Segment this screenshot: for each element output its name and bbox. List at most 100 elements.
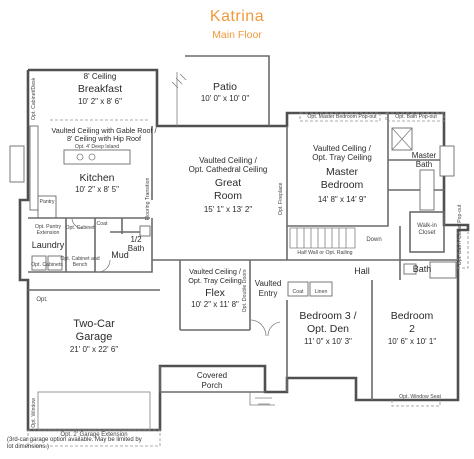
- master-bath-line1: Master: [411, 151, 437, 160]
- linen-name: Linen: [314, 289, 328, 295]
- stairs: [289, 227, 356, 249]
- note-pantry-ext-line2: Extension: [36, 230, 60, 236]
- porch-steps: [249, 392, 275, 406]
- tub-fixture: [439, 145, 455, 177]
- great-room-name-line2: Room: [213, 190, 243, 202]
- flex-dims: 10' 2" x 11' 8": [191, 300, 239, 309]
- kitchen-ceiling-line2: 8' Ceiling with Hip Roof: [66, 134, 142, 143]
- note-down: Down: [366, 237, 382, 243]
- master-ceiling-line1: Vaulted Ceiling /: [313, 144, 371, 153]
- hall-name: Hall: [354, 266, 370, 276]
- master-name-line1: Master: [325, 166, 359, 178]
- bath-popout: [385, 112, 445, 122]
- porch-name-line2: Porch: [201, 381, 223, 390]
- linen-closet: [309, 281, 333, 297]
- entry-name-line1: Vaulted: [254, 279, 282, 288]
- bath-toilet: [403, 263, 417, 275]
- entry-name-line2: Entry: [258, 289, 278, 298]
- bath-name: Bath: [412, 264, 432, 274]
- garage-door: [37, 391, 151, 431]
- flex-ceiling-line2: Opt. Tray Ceiling: [188, 276, 242, 285]
- note-cabinet-bench-line2: Bench: [72, 262, 88, 268]
- interior-walls-center: [152, 126, 288, 331]
- note-pantry-ext-line1: Opt. Pantry: [34, 224, 62, 230]
- kitchen-counter-left: [29, 125, 39, 211]
- kitchen-dims: 10' 2" x 8' 5": [75, 185, 119, 194]
- dryer-fixture: [47, 255, 63, 271]
- master-popout: [299, 112, 381, 122]
- kitchen-ceiling-line1: Vaulted Ceiling with Gable Roof /: [51, 126, 157, 135]
- note-master-popout: Opt. Master Bedroom Pop-out: [307, 114, 377, 120]
- master-dims: 14' 8" x 14' 9": [317, 195, 367, 204]
- note-opt-cabinets: Opt. Cabinets: [31, 262, 63, 268]
- mud-name: Mud: [111, 250, 129, 260]
- note-garage-ext: Opt. 2' Garage Extension: [60, 432, 128, 438]
- coat-mud-name: Coat: [96, 221, 108, 227]
- garage-dims: 21' 0" x 22' 6": [69, 345, 119, 354]
- patio-outline: [185, 55, 270, 126]
- master-name-line2: Bedroom: [320, 179, 364, 191]
- bedroom2-dims: 10' 6" x 10' 1": [387, 337, 437, 346]
- note-opt-door: Opt.: [36, 297, 48, 303]
- breakfast-name: Breakfast: [77, 83, 123, 95]
- bedroom3-dims: 11' 0" x 10' 3": [304, 337, 352, 346]
- note-opt-double-doors: Opt. Double Doors: [242, 269, 249, 313]
- plan-subtitle: Main Floor: [212, 29, 262, 41]
- toilet-fixture: [139, 225, 151, 237]
- laundry-mud-walls: [28, 217, 153, 273]
- note-opt-window: Opt. Window: [31, 398, 38, 428]
- master-ceiling-line2: Opt. Tray Ceiling: [312, 153, 372, 162]
- note-opt-fireplace: Opt. Fireplace: [278, 182, 285, 216]
- great-room-ceiling-line1: Vaulted Ceiling /: [199, 156, 257, 165]
- great-room-dims: 15' 1" x 13' 2": [203, 205, 253, 214]
- master-walls: [287, 113, 444, 227]
- cooktop-fixture: [9, 145, 25, 183]
- garage-name-line1: Two-Car: [73, 318, 115, 330]
- exterior-wall: [18, 68, 470, 432]
- washer-fixture: [31, 255, 47, 271]
- porch-name-line1: Covered: [196, 371, 228, 380]
- coat-entry-name: Coat: [292, 289, 304, 295]
- vanity-fixture: [419, 169, 435, 211]
- covered-porch: [159, 366, 265, 393]
- laundry-name: Laundry: [31, 240, 65, 250]
- plan-title: Katrina: [209, 8, 265, 25]
- kitchen-island-note: Opt. 4' Deep Island: [74, 144, 120, 150]
- note-opt-cabinet: Opt. Cabinet: [65, 225, 95, 231]
- walk-in-closet-line2: Closet: [418, 230, 436, 236]
- patio-name: Patio: [213, 81, 237, 93]
- bath-tub: [429, 261, 457, 279]
- walk-in-closet-line1: Walk-in: [417, 223, 437, 229]
- flex-ceiling-line1: Vaulted Ceiling /: [189, 267, 241, 276]
- footnote: (3rd-car garage option available. May be…: [7, 437, 187, 451]
- great-room-name-line1: Great: [214, 177, 242, 189]
- breakfast-dims: 10' 2" x 8' 6": [78, 97, 122, 106]
- patio-steps: [171, 72, 187, 126]
- bedroom3-name-line1: Bedroom 3 /: [299, 310, 357, 322]
- breakfast-ceiling: 8' Ceiling: [83, 72, 117, 81]
- bedroom2-name-line1: Bedroom: [390, 310, 434, 322]
- bedroom2-name-line2: 2: [409, 323, 415, 335]
- patio-dims: 10' 0" x 10' 0": [200, 94, 250, 103]
- half-bath-line2: Bath: [127, 244, 145, 253]
- note-flooring-transition: Flooring Transition: [145, 177, 152, 221]
- bedroom3-name-line2: Opt. Den: [306, 323, 350, 335]
- walk-in-closet: [409, 211, 445, 253]
- kitchen-island: [63, 149, 131, 165]
- half-bath-line1: 1/2: [130, 235, 142, 244]
- footnote-line2: lot dimensions.): [7, 444, 50, 451]
- note-bath-closet-popout: Opt. Bath / Closet Pop-out: [457, 204, 464, 266]
- note-bath-popout: Opt. Bath Pop-out: [395, 114, 437, 120]
- kitchen-name: Kitchen: [79, 172, 115, 184]
- note-window-seat: Opt. Window Seat: [399, 394, 441, 400]
- garage-name-line2: Garage: [75, 331, 113, 343]
- note-half-wall: Half Wall or Opt. Railing: [297, 250, 353, 256]
- footnote-line1: (3rd-car garage option available. May be…: [7, 437, 142, 443]
- pantry-name: Pantry: [39, 199, 55, 205]
- master-bath-line2: Bath: [415, 160, 433, 169]
- coat-closet: [287, 281, 309, 297]
- flex-name: Flex: [205, 287, 225, 299]
- note-cabinet-bench-line1: Opt. Cabinet and: [60, 256, 100, 262]
